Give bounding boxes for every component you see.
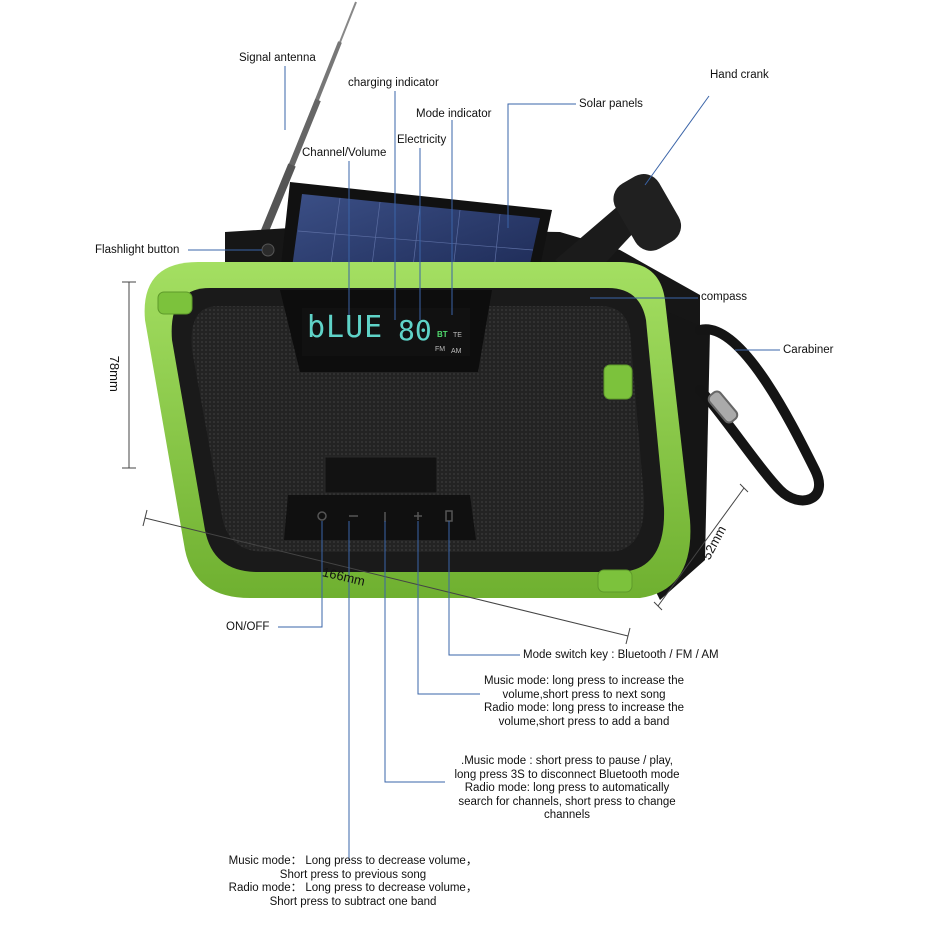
label-compass: compass	[701, 291, 748, 303]
play-desc-line-1: .Music mode : short press to pause / pla…	[461, 755, 673, 767]
label-charging-indicator: charging indicator	[348, 77, 439, 89]
flashlight-button[interactable]	[261, 243, 275, 257]
plus-desc-line-4: volume,short press to add a band	[498, 715, 670, 728]
minus-desc-line-4: Short press to subtract one band	[269, 895, 437, 908]
lcd-am: AM	[451, 348, 462, 355]
plus-desc-line-2: volume,short press to next song	[502, 688, 666, 701]
label-channel-volume: Channel/Volume	[302, 147, 387, 159]
play-desc-line-5: channels	[543, 809, 591, 821]
play-desc-line-3: Radio mode: long press to automatically	[464, 782, 670, 794]
label-solar-panels: Solar panels	[579, 98, 643, 110]
lcd-main-text: bLUE	[307, 310, 384, 345]
label-mode-indicator: Mode indicator	[416, 108, 492, 120]
plus-desc-line-1: Music mode: long press to increase the	[483, 675, 685, 687]
label-signal-antenna: Signal antenna	[239, 52, 316, 64]
play-button-description: .Music mode : short press to pause / pla…	[448, 755, 686, 823]
lcd-bt: BT	[437, 330, 448, 339]
antenna	[258, 1, 357, 240]
button-bar	[284, 456, 476, 540]
minus-desc-line-2: Short press to previous song	[279, 868, 427, 881]
play-desc-line-4: search for channels, short press to chan…	[458, 795, 676, 808]
display	[280, 290, 492, 372]
lcd-number: 80	[398, 314, 432, 347]
minus-button-description: Music mode： Long press to decrease volum…	[222, 855, 484, 909]
plus-desc-line-3: Radio mode: long press to increase the	[483, 702, 685, 714]
play-desc-line-2: long press 3S to disconnect Bluetooth mo…	[454, 768, 680, 781]
plus-button-description: Music mode: long press to increase the v…	[478, 675, 690, 729]
dimension-lines	[122, 281, 749, 645]
minus-desc-line-1: Music mode： Long press to decrease volum…	[228, 855, 478, 867]
lcd-te: TE	[453, 332, 462, 339]
lcd-fm: FM	[435, 346, 446, 353]
label-carabiner: Carabiner	[783, 344, 834, 356]
label-on-off: ON/OFF	[226, 621, 270, 633]
carabiner	[695, 324, 825, 506]
label-mode-switch-key: Mode switch key : Bluetooth / FM / AM	[523, 649, 719, 661]
label-flashlight-button: Flashlight button	[95, 244, 180, 256]
leader-lines	[188, 66, 780, 860]
label-electricity: Electricity	[397, 134, 447, 146]
dimension-height: 78mm	[106, 355, 122, 392]
minus-desc-line-3: Radio mode： Long press to decrease volum…	[228, 882, 478, 894]
label-hand-crank: Hand crank	[710, 69, 769, 81]
